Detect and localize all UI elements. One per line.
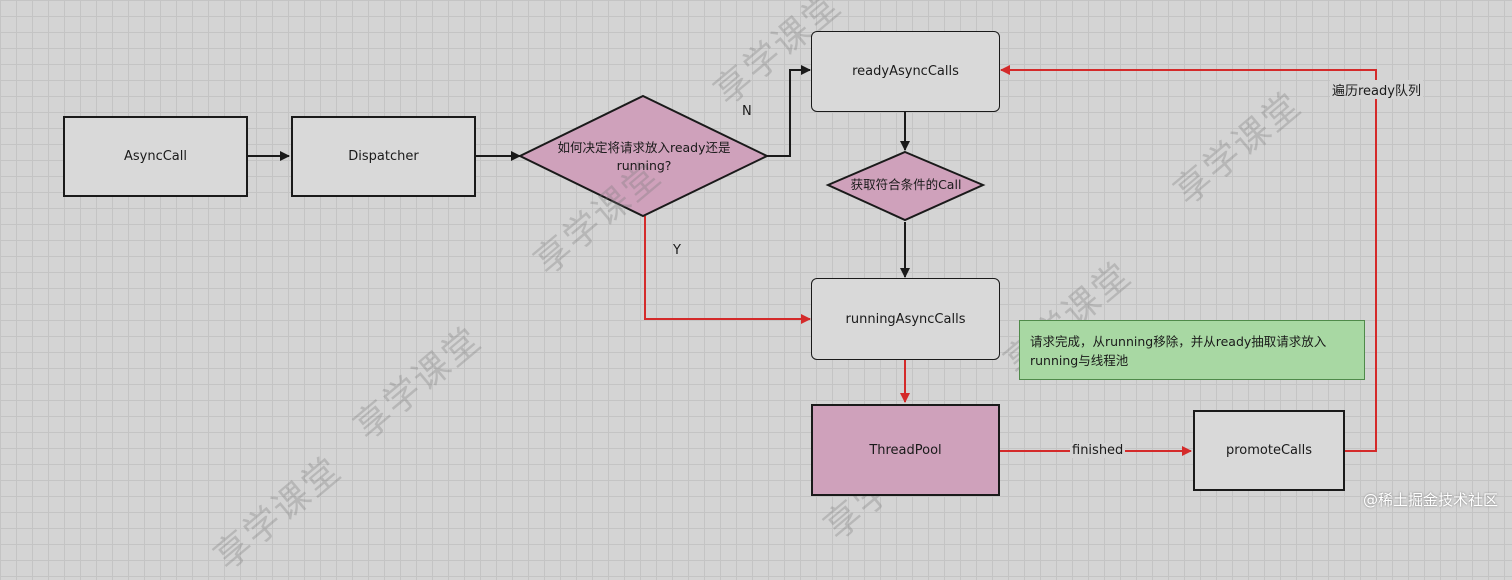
edge-label-traverse-ready: 遍历ready队列 <box>1330 80 1423 99</box>
get-call-diamond <box>825 150 986 222</box>
edge-decision-running <box>644 216 811 324</box>
note-box: 请求完成，从running移除，并从ready抽取请求放入running与线程池 <box>1019 320 1365 380</box>
thread-pool-node: ThreadPool <box>811 404 1000 496</box>
connectors <box>248 65 1377 456</box>
get-call-label: 获取符合条件的Call <box>850 177 962 192</box>
edge-label-n: N <box>742 104 752 119</box>
asynccall-node: AsyncCall <box>63 116 248 197</box>
decision-diamond <box>517 94 770 218</box>
edge-promote-ready <box>1000 65 1377 452</box>
edge-label-finished: finished <box>1070 443 1126 458</box>
edge-label-y: Y <box>673 243 681 258</box>
edge-decision-ready <box>767 65 811 157</box>
running-async-calls-node: runningAsyncCalls <box>811 278 1000 360</box>
flowchart-canvas: 享学课堂 享学课堂 享学课堂 享学课堂 享学课堂 享学课堂 享学课堂 Async… <box>63 0 1498 578</box>
dispatcher-node: Dispatcher <box>291 116 476 197</box>
ready-async-calls-node: readyAsyncCalls <box>811 31 1000 112</box>
promote-calls-node: promoteCalls <box>1193 410 1345 491</box>
credit-text: @稀土掘金技术社区 <box>1362 491 1498 509</box>
decision-label: 如何决定将请求放入ready还是running? <box>557 140 731 173</box>
